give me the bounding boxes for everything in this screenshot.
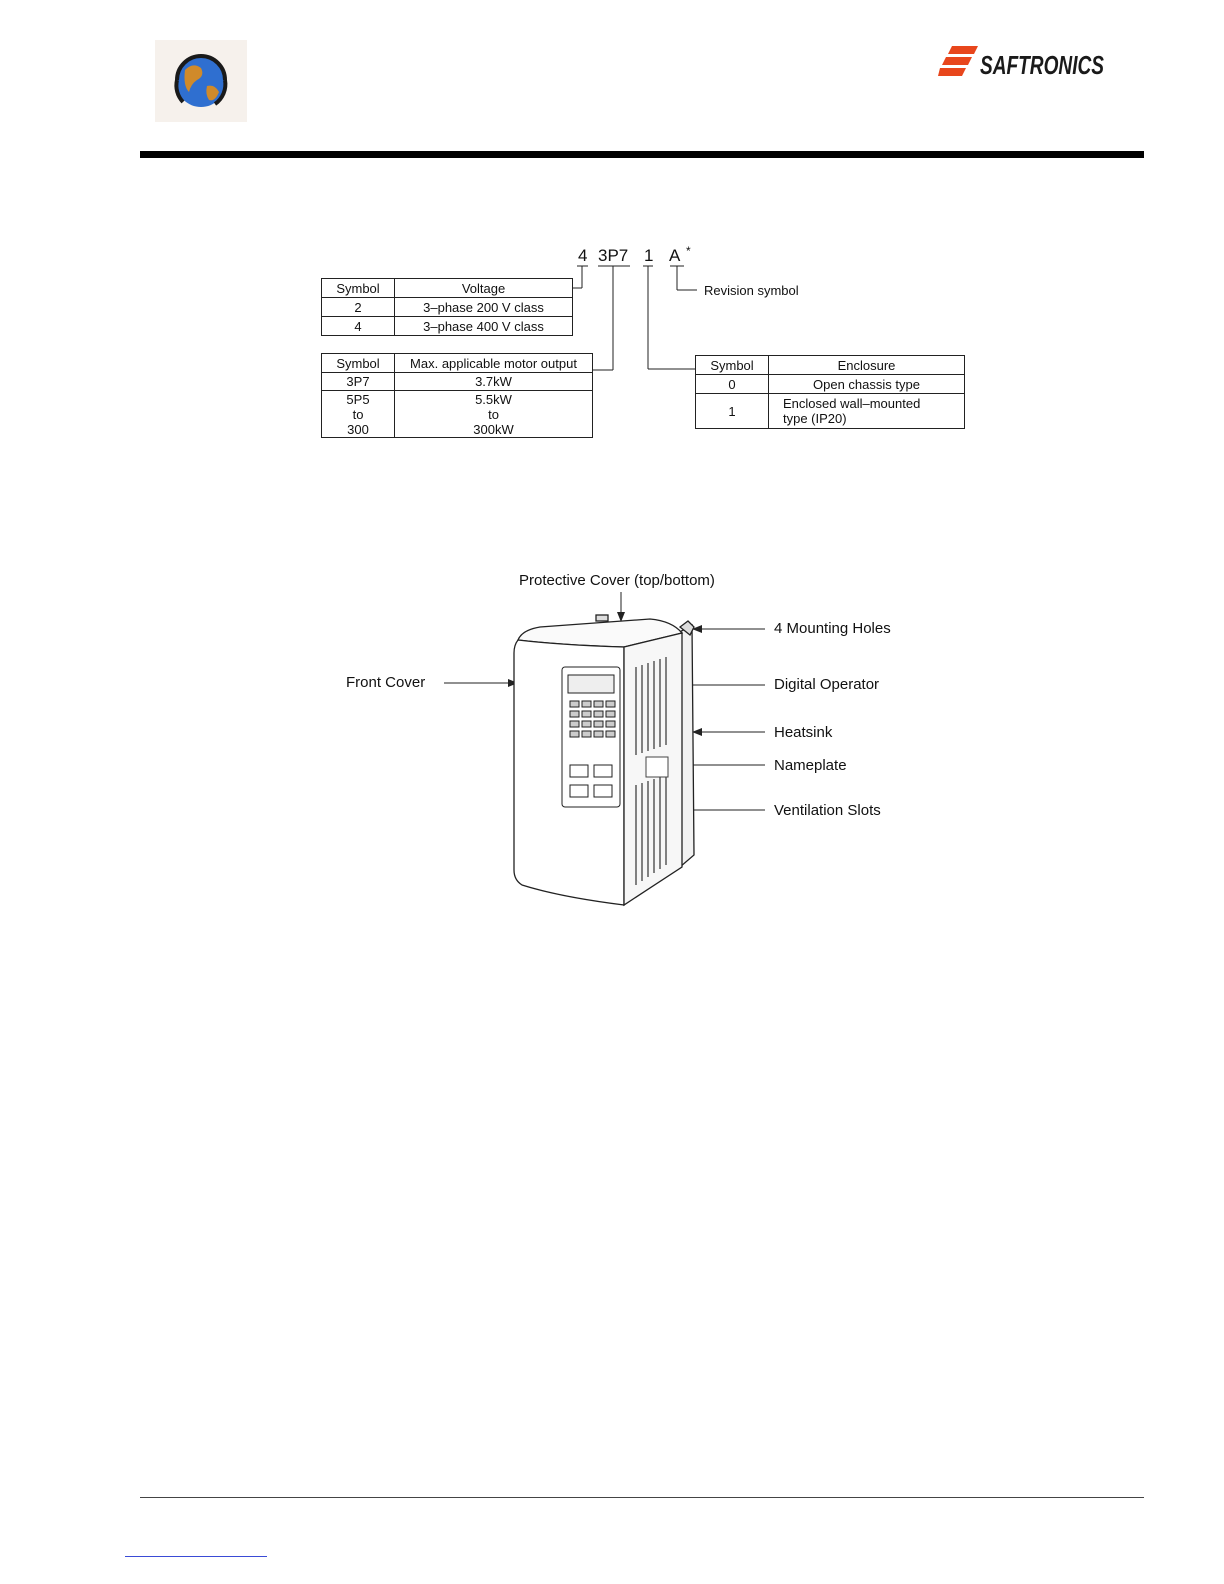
model-code-asterisk: * — [686, 244, 691, 258]
footer-link-underline[interactable] — [125, 1556, 267, 1557]
range-to: to — [488, 406, 499, 422]
callout-heatsink: Heatsink — [774, 724, 833, 741]
table-cell: 5.5kW to 300kW — [394, 390, 593, 438]
table-row: 5P5 to 300 5.5kW to 300kW — [321, 390, 593, 438]
motor-output-table: Symbol Max. applicable motor output 3P7 … — [321, 353, 593, 438]
table-header-cell: Voltage — [394, 278, 573, 298]
model-code-revision-symbol: A — [669, 246, 681, 265]
enclosure-desc-line2: type (IP20) — [783, 411, 847, 426]
table-header-cell: Symbol — [321, 278, 395, 298]
table-header-row: Symbol Voltage — [321, 278, 573, 298]
table-cell: 3P7 — [321, 372, 395, 391]
header-rule — [140, 151, 1144, 158]
table-cell: 3–phase 200 V class — [394, 297, 573, 317]
voltage-table: Symbol Voltage 2 3–phase 200 V class 4 3… — [321, 278, 573, 336]
table-row: 0 Open chassis type — [695, 374, 965, 394]
table-cell: 2 — [321, 297, 395, 317]
revision-symbol-label: Revision symbol — [704, 283, 799, 298]
inverter-drawing — [513, 614, 695, 907]
table-row: 3P7 3.7kW — [321, 372, 593, 391]
globe-logo — [155, 40, 247, 122]
table-header-cell: Symbol — [321, 353, 395, 373]
table-cell: 4 — [321, 316, 395, 336]
callout-nameplate: Nameplate — [774, 757, 847, 774]
table-cell: 3–phase 400 V class — [394, 316, 573, 336]
table-cell: Enclosed wall–mounted type (IP20) — [768, 393, 965, 429]
range-start: 5P5 — [346, 391, 370, 407]
range-start: 5.5kW — [475, 391, 512, 407]
callout-mounting-holes: 4 Mounting Holes — [774, 620, 891, 637]
table-header-cell: Enclosure — [768, 355, 965, 375]
enclosure-desc-line1: Enclosed wall–mounted — [783, 396, 921, 411]
callout-protective-cover: Protective Cover (top/bottom) — [519, 572, 715, 589]
saftronics-logo: SAFTRONICS — [938, 44, 1108, 80]
model-code-voltage-symbol: 4 — [578, 246, 588, 265]
table-header-cell: Symbol — [695, 355, 769, 375]
svg-text:SAFTRONICS: SAFTRONICS — [980, 50, 1104, 80]
table-header-cell: Max. applicable motor output — [394, 353, 593, 373]
callout-front-cover: Front Cover — [346, 674, 426, 691]
table-row: 1 Enclosed wall–mounted type (IP20) — [695, 393, 965, 429]
table-header-row: Symbol Max. applicable motor output — [321, 353, 593, 373]
range-end: 300 — [347, 421, 369, 437]
table-cell: 0 — [695, 374, 769, 394]
table-cell: 5P5 to 300 — [321, 390, 395, 438]
table-row: 4 3–phase 400 V class — [321, 316, 573, 336]
table-header-row: Symbol Enclosure — [695, 355, 965, 375]
footer-rule — [140, 1497, 1144, 1498]
table-cell: 3.7kW — [394, 372, 593, 391]
table-cell: 1 — [695, 393, 769, 429]
table-row: 2 3–phase 200 V class — [321, 297, 573, 317]
table-cell: Open chassis type — [768, 374, 965, 394]
range-to: to — [352, 406, 364, 422]
callout-ventilation-slots: Ventilation Slots — [774, 802, 881, 819]
enclosure-table: Symbol Enclosure 0 Open chassis type 1 E… — [695, 355, 965, 429]
callout-digital-operator: Digital Operator — [774, 676, 880, 693]
model-code-output-symbol: 3P7 — [598, 246, 629, 265]
model-code-enclosure-symbol: 1 — [644, 246, 654, 265]
range-end: 300kW — [473, 421, 514, 437]
